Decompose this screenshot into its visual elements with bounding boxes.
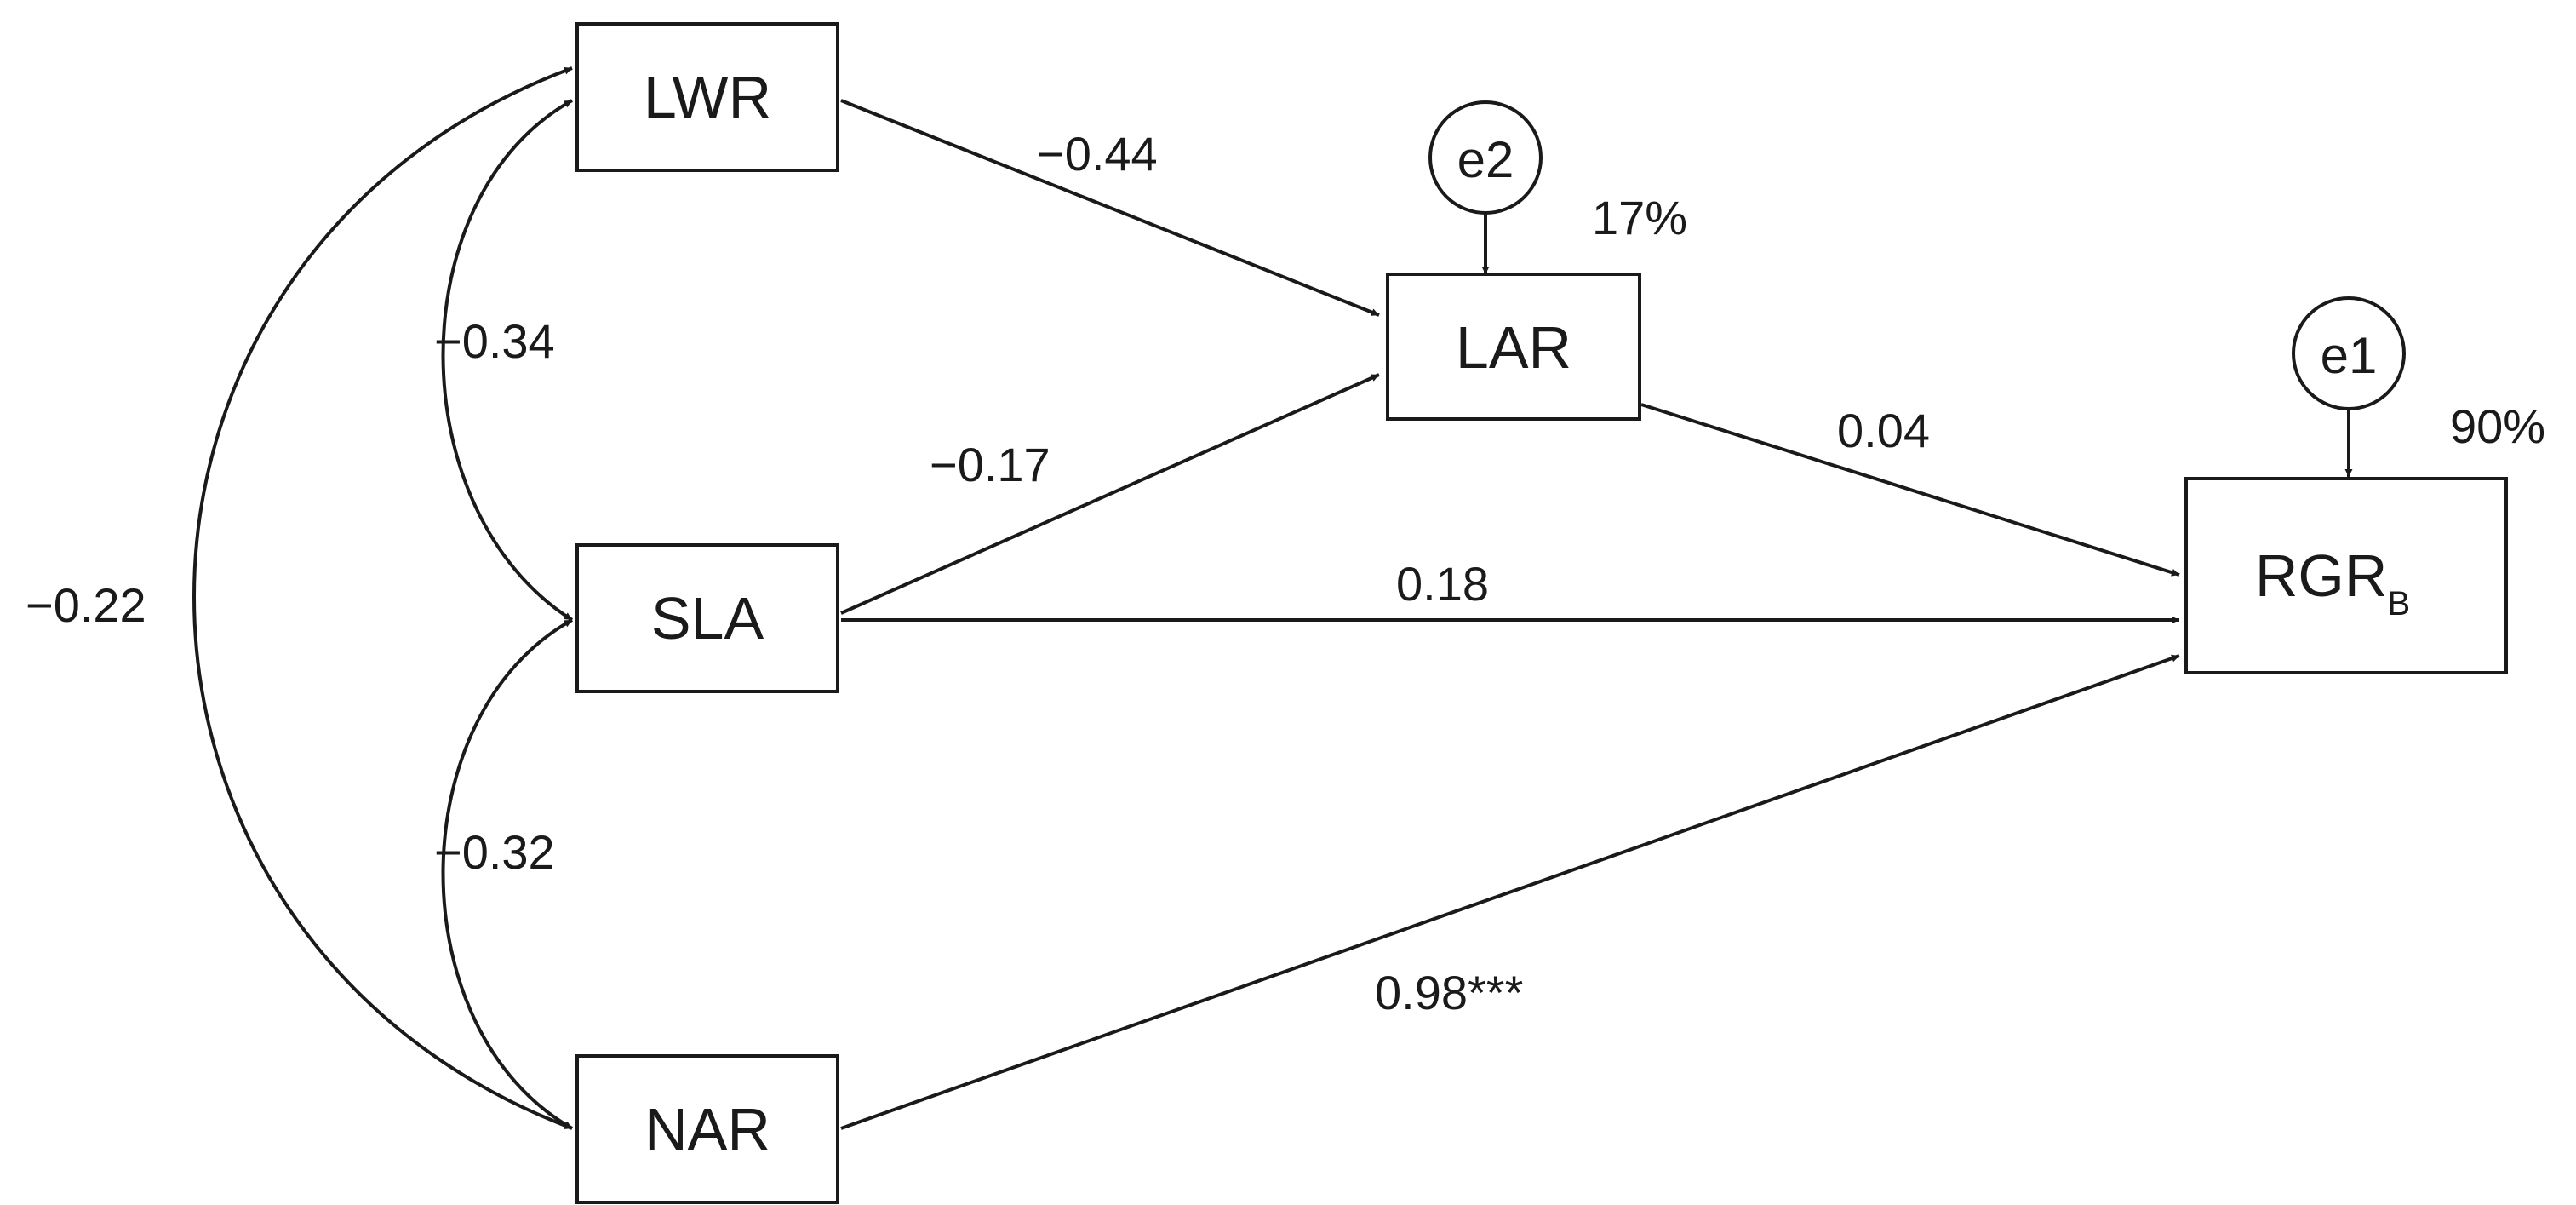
- error-e2: e2: [1428, 100, 1543, 215]
- coef-nar-rgr: 0.98***: [1375, 966, 1523, 1019]
- corr-sla-nar: −0.32: [434, 825, 555, 879]
- path-arrow-lar-rgr: [1640, 403, 2180, 577]
- node-rgr: RGRB: [2184, 477, 2508, 674]
- correlation-curve-sla-nar: [441, 618, 573, 1130]
- correlation-curve-lwr-sla: [441, 99, 574, 622]
- r-squared-rgr: 90%: [2450, 399, 2545, 453]
- node-lar-label: LAR: [1456, 314, 1571, 381]
- error-e2-label: e2: [1457, 131, 1514, 188]
- node-lwr-label: LWR: [644, 64, 771, 130]
- node-rgr-label: RGRB: [2255, 542, 2410, 623]
- node-lwr: LWR: [575, 22, 839, 172]
- node-sla: SLA: [575, 543, 839, 693]
- coef-sla-rgr: 0.18: [1396, 557, 1489, 611]
- node-sla-label: SLA: [651, 585, 764, 651]
- node-lar: LAR: [1386, 273, 1641, 421]
- error-e1-label: e1: [2321, 327, 2378, 384]
- corr-lwr-sla: −0.34: [434, 314, 555, 368]
- path-arrow-nar-rgr: [840, 654, 2180, 1130]
- node-nar-label: NAR: [644, 1096, 770, 1162]
- error-e1: e1: [2292, 296, 2406, 410]
- coef-lwr-lar: −0.44: [1037, 127, 1158, 181]
- path-arrow-sla-lar: [840, 373, 1380, 615]
- path-arrow-lwr-lar: [840, 99, 1380, 317]
- node-rgr-main: RGR: [2255, 542, 2388, 609]
- node-nar: NAR: [575, 1054, 839, 1204]
- node-rgr-subscript: B: [2387, 585, 2410, 623]
- corr-lwr-nar: −0.22: [26, 578, 146, 632]
- coef-lar-rgr: 0.04: [1837, 404, 1930, 457]
- coef-sla-lar: −0.17: [930, 438, 1050, 491]
- correlation-curve-lwr-nar: [192, 66, 573, 1130]
- r-squared-lar: 17%: [1592, 191, 1687, 244]
